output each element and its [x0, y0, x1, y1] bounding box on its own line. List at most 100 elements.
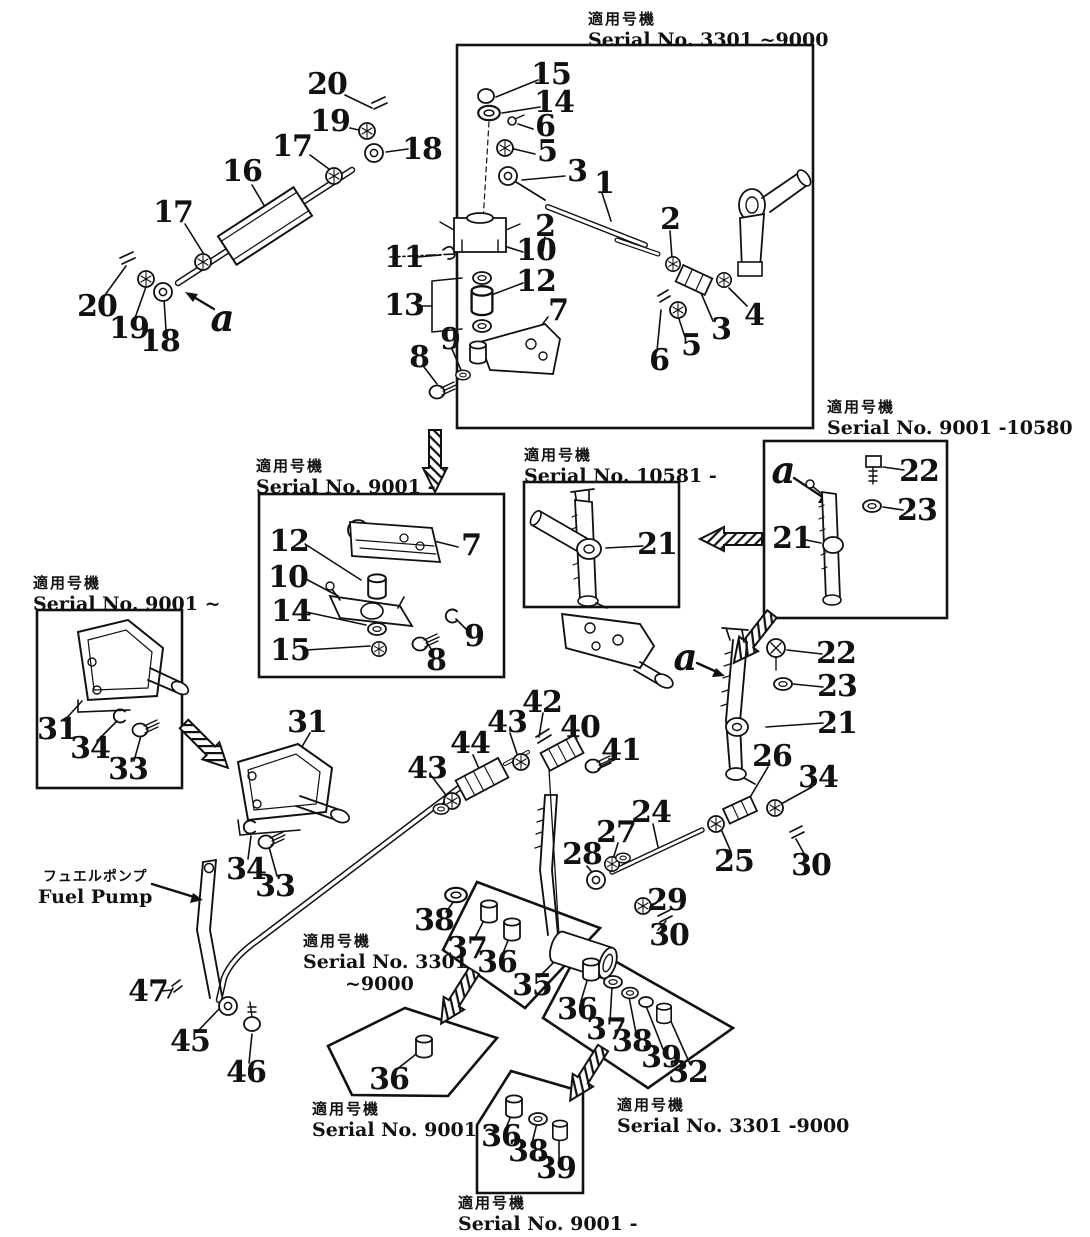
part-callout-36: 36 — [369, 1062, 410, 1097]
part-callout-24: 24 — [631, 795, 672, 830]
part-callout-23: 23 — [817, 669, 858, 704]
mount-plate — [560, 612, 674, 689]
serial-label-quad-3301-left-jp: 適用号機 — [303, 932, 372, 950]
part-7-bracket-b — [347, 519, 442, 563]
serial-label-right-box-jp: 適用号機 — [827, 398, 896, 416]
serial-label-quad-9001-bottom-jp: 適用号機 — [458, 1194, 527, 1212]
part-callout-31: 31 — [37, 712, 78, 747]
quad-3301-left — [441, 880, 603, 1010]
part-callout-12: 12 — [516, 264, 557, 299]
serial-label-quad-9001-left-jp: 適用号機 — [312, 1100, 381, 1118]
part-callout-34: 34 — [226, 852, 267, 887]
part-callout-45: 45 — [170, 1024, 211, 1059]
part-callout-47: 47 — [128, 974, 169, 1009]
part-callout-17: 17 — [272, 129, 313, 164]
serial-label-top-main-box-jp: 適用号機 — [588, 10, 657, 28]
part-callout-46: 46 — [226, 1055, 267, 1090]
part-callout-37: 37 — [586, 1012, 627, 1047]
part-callout-33: 33 — [255, 869, 296, 904]
part-callout-38: 38 — [612, 1024, 653, 1059]
part-40-block — [539, 734, 585, 772]
part-callout-9: 9 — [440, 322, 461, 357]
lever-21-10581 — [529, 488, 608, 609]
part-callout-43: 43 — [407, 751, 448, 786]
part-callout-21: 21 — [772, 521, 813, 556]
bracket-31-main — [236, 742, 350, 836]
part-callout-10: 10 — [516, 233, 557, 268]
serial-label-top-main-box-en: Serial No. 3301 ~9000 — [588, 29, 829, 51]
part-callout-33: 33 — [108, 752, 149, 787]
part-callout-28: 28 — [562, 837, 603, 872]
quad-9001-left — [326, 1006, 500, 1098]
part-callout-26: 26 — [752, 739, 793, 774]
part-callout-20: 20 — [307, 67, 348, 102]
part-callout-16: 16 — [222, 154, 263, 189]
fuel-pump-lever — [167, 859, 261, 1032]
serial-label-quad-3301-right-jp: 適用号機 — [617, 1096, 686, 1114]
part-callout-a: a — [210, 296, 235, 340]
lever-arm-right — [737, 169, 812, 277]
fuel-pump-label: フュエルポンプ Fuel Pump — [38, 866, 152, 908]
part-callout-27: 27 — [596, 815, 637, 850]
serial-label-center-9001-box-en: Serial No. 9001 - — [256, 476, 436, 498]
part-callout-31: 31 — [287, 705, 328, 740]
main-box-parts — [428, 88, 812, 400]
part-callout-22: 22 — [816, 636, 857, 671]
part-callout-8: 8 — [426, 643, 447, 678]
part-callout-29: 29 — [647, 883, 688, 918]
part-callout-19: 19 — [310, 104, 351, 139]
part-callout-21: 21 — [637, 527, 678, 562]
part-callout-3: 3 — [711, 312, 732, 347]
part-10-yoke — [439, 212, 521, 253]
part-22-bolt-b — [766, 638, 786, 671]
part-7-bracket — [469, 322, 561, 375]
part-callout-37: 37 — [447, 931, 488, 966]
part-callout-38: 38 — [508, 1134, 549, 1169]
box-9001-center — [257, 492, 506, 679]
part-46-bolt — [243, 1001, 261, 1032]
box-9001-left — [35, 608, 184, 790]
part-callout-7: 7 — [548, 293, 569, 328]
quad-3301-right — [541, 941, 736, 1090]
part-callout-25: 25 — [714, 844, 755, 879]
part-callout-23: 23 — [897, 493, 938, 528]
fuel-pump-label-en: Fuel Pump — [38, 886, 153, 908]
part-callout-18: 18 — [402, 132, 443, 167]
part-callout-20: 20 — [77, 289, 118, 324]
part-callout-7: 7 — [461, 528, 482, 563]
part-callout-32: 32 — [668, 1055, 709, 1090]
part-callout-15: 15 — [270, 633, 311, 668]
part-callout-36: 36 — [557, 992, 598, 1027]
part-callout-12: 12 — [269, 524, 310, 559]
part-callout-5: 5 — [681, 328, 702, 363]
part-callout-30: 30 — [791, 848, 832, 883]
part-callout-3: 3 — [567, 154, 588, 189]
box-9001-10580 — [762, 439, 949, 620]
serial-label-quad-9001-left-en: Serial No. 9001 ~ — [312, 1119, 500, 1141]
box-10581 — [522, 480, 681, 609]
part-callout-22: 22 — [899, 454, 940, 489]
serial-label-quad-3301-left-en2: ~9000 — [345, 973, 414, 995]
part-callout-11: 11 — [384, 240, 425, 275]
part-callout-34: 34 — [70, 731, 111, 766]
lever-35 — [534, 794, 618, 980]
serial-label-mid-10581-box-en: Serial No. 10581 - — [524, 465, 717, 487]
serial-label-quad-3301-left-en: Serial No. 3301 — [303, 951, 468, 973]
serial-label-center-9001-box-jp: 適用号機 — [256, 457, 325, 475]
part-callout-17: 17 — [153, 195, 194, 230]
part-callout-a: a — [771, 448, 796, 492]
part-10-plate — [325, 581, 414, 628]
part-callout-6: 6 — [535, 109, 556, 144]
part-callout-14: 14 — [271, 594, 312, 629]
